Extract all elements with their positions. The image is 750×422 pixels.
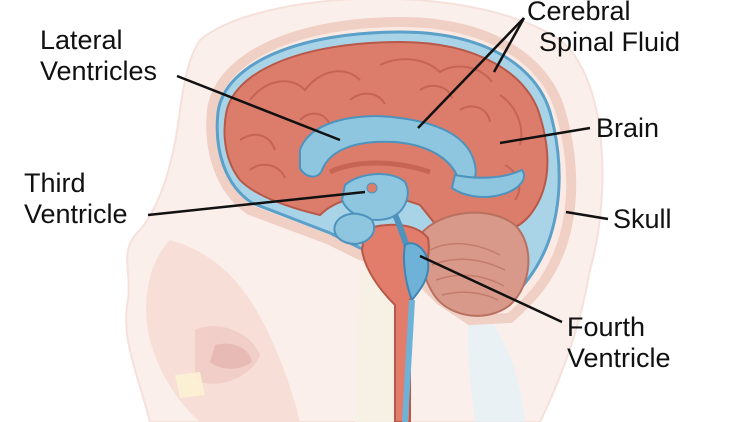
leader-skull <box>565 210 609 221</box>
label-fourth-ventricle-line1: Fourth <box>567 312 646 342</box>
label-third-ventricle-line2: Ventricle <box>24 199 128 229</box>
leader-third-ventricle <box>147 190 366 217</box>
leader-csf-2 <box>492 17 526 73</box>
label-fourth-ventricle-line2: Ventricle <box>567 343 671 373</box>
label-lateral-ventricles: Lateral Ventricles <box>40 25 157 87</box>
label-fourth-ventricle: Fourth Ventricle <box>567 312 671 374</box>
label-third-ventricle: Third Ventricle <box>24 168 128 230</box>
label-lateral-ventricles-line2: Ventricles <box>40 56 158 86</box>
leader-brain <box>499 126 591 145</box>
brain-gyri <box>239 58 523 201</box>
label-third-ventricle-line1: Third <box>24 168 86 198</box>
label-csf-line1: Cerebral <box>527 0 631 26</box>
label-cerebral-spinal-fluid: Cerebral Spinal Fluid <box>525 0 680 58</box>
leader-lines <box>147 17 609 324</box>
label-csf-line2: Spinal Fluid <box>539 27 681 57</box>
label-brain: Brain <box>596 113 660 143</box>
leader-csf-1 <box>417 17 525 129</box>
leader-fourth-ventricle <box>419 254 563 324</box>
leader-lateral-ventricles <box>176 74 341 142</box>
cerebellum <box>418 211 530 317</box>
label-lateral-ventricles-line1: Lateral <box>40 25 123 55</box>
label-skull: Skull <box>613 204 672 234</box>
